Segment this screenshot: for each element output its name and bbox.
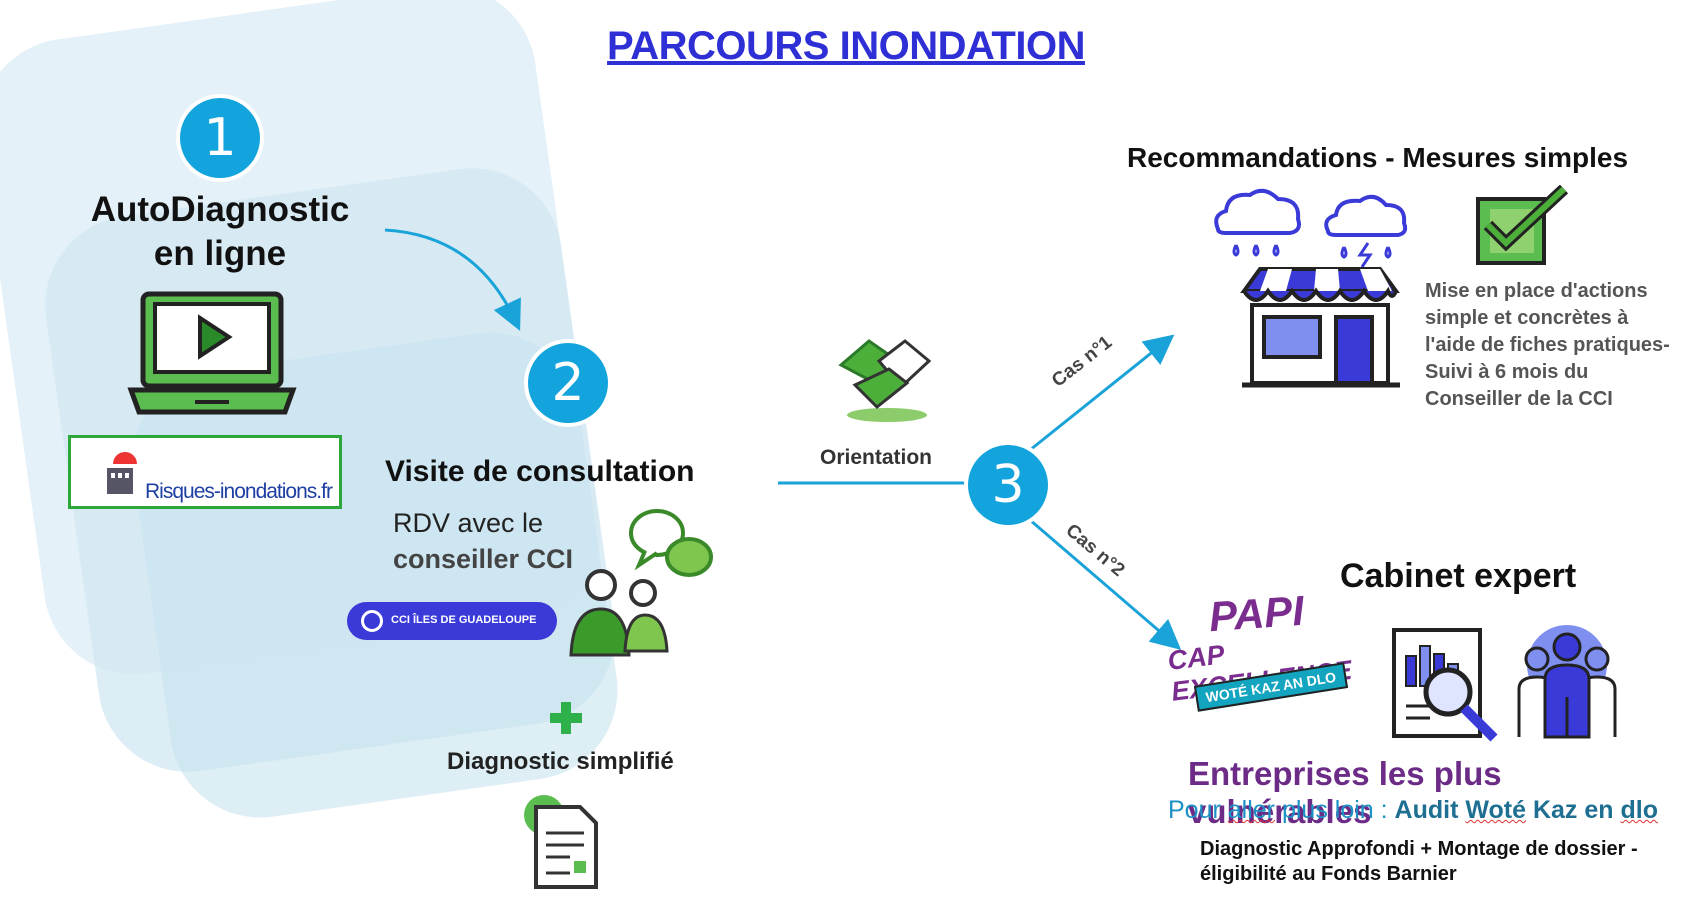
diag-line1: Diagnostic Approfondi + Montage de dossi… bbox=[1200, 838, 1638, 860]
cci-badge[interactable]: CCI ÎLES DE GUADELOUPE bbox=[347, 602, 557, 640]
case-1-text-line: Mise en place d'actions bbox=[1425, 280, 1648, 302]
step-2-circle: 2 bbox=[528, 343, 608, 423]
arrow-step1-to-step2 bbox=[384, 228, 521, 331]
rdv-line2: conseiller CCI bbox=[393, 544, 574, 574]
step-1-heading-line2: en ligne bbox=[153, 234, 287, 273]
handshake-icon bbox=[838, 339, 932, 422]
diagnostic-simplifie-label: Diagnostic simplifié bbox=[447, 748, 674, 775]
plus-icon bbox=[550, 702, 582, 734]
audit-kaz: Kaz en bbox=[1526, 796, 1621, 824]
step-1-heading: AutoDiagnostic en ligne bbox=[70, 188, 370, 276]
case-1-description: Mise en place d'actions simple et concrè… bbox=[1425, 278, 1670, 413]
vulnerable-companies-heading: Entreprises les plus vulnérables bbox=[1188, 755, 1502, 830]
step-2-heading: Visite de consultation bbox=[385, 455, 695, 488]
diagnostic-approfondi-text: Diagnostic Approfondi + Montage de dossi… bbox=[1200, 837, 1638, 887]
laptop-play-icon bbox=[127, 291, 297, 415]
magnifier-report-icon bbox=[1392, 628, 1498, 742]
experts-group-icon bbox=[1517, 625, 1617, 739]
further-aller: aller bbox=[1227, 796, 1276, 824]
case-1-heading: Recommandations - Mesures simples bbox=[1127, 142, 1629, 173]
audit-wote: Woté bbox=[1465, 796, 1527, 824]
checkmark-icon bbox=[1476, 185, 1569, 265]
further-line: Pour aller plus loin : Audit Woté Kaz en… bbox=[1168, 796, 1658, 825]
shop-rain-icon bbox=[1214, 188, 1408, 388]
further-prefix: Pour bbox=[1168, 796, 1228, 824]
arrow-case1 bbox=[1029, 334, 1175, 452]
page-title: PARCOURS INONDATION bbox=[607, 24, 1085, 68]
further-rest: plus loin : bbox=[1275, 796, 1395, 824]
arrow-case2 bbox=[1029, 518, 1182, 650]
diag-line2: éligibilité au Fonds Barnier bbox=[1200, 863, 1457, 885]
step-3-circle: 3 bbox=[968, 445, 1048, 525]
site-label: Risques-inondations.fr bbox=[145, 480, 333, 503]
audit-dlo: dlo bbox=[1620, 796, 1659, 824]
rdv-text: RDV avec le conseiller CCI bbox=[393, 505, 573, 577]
umbrella-house-icon bbox=[107, 452, 137, 494]
case-1-text-line: Suivi à 6 mois du bbox=[1425, 361, 1589, 383]
document-icon bbox=[524, 795, 598, 889]
chat-people-icon bbox=[569, 509, 713, 657]
case-1-text-line: simple et concrètes à bbox=[1425, 307, 1629, 329]
audit-label: Audit bbox=[1394, 796, 1466, 824]
papi-cap-excellence-logo[interactable]: PAPI CAP EXCELLENCE WOTÉ KAZ AN DLO bbox=[1165, 587, 1365, 715]
step-1-circle: 1 bbox=[180, 98, 260, 178]
case-1-text-line: l'aide de fiches pratiques- bbox=[1425, 334, 1670, 356]
orientation-label: Orientation bbox=[820, 446, 933, 469]
cci-badge-label: CCI ÎLES DE GUADELOUPE bbox=[391, 614, 537, 626]
step-1-heading-line1: AutoDiagnostic bbox=[90, 190, 350, 229]
case-1-text-line: Conseiller de la CCI bbox=[1425, 388, 1613, 410]
cci-logo-icon bbox=[361, 610, 383, 632]
rdv-line1: RDV avec le bbox=[393, 508, 544, 538]
risques-inondations-logo[interactable]: Risques-inondations.fr bbox=[68, 435, 342, 509]
case-2-heading: Cabinet expert bbox=[1340, 557, 1577, 595]
